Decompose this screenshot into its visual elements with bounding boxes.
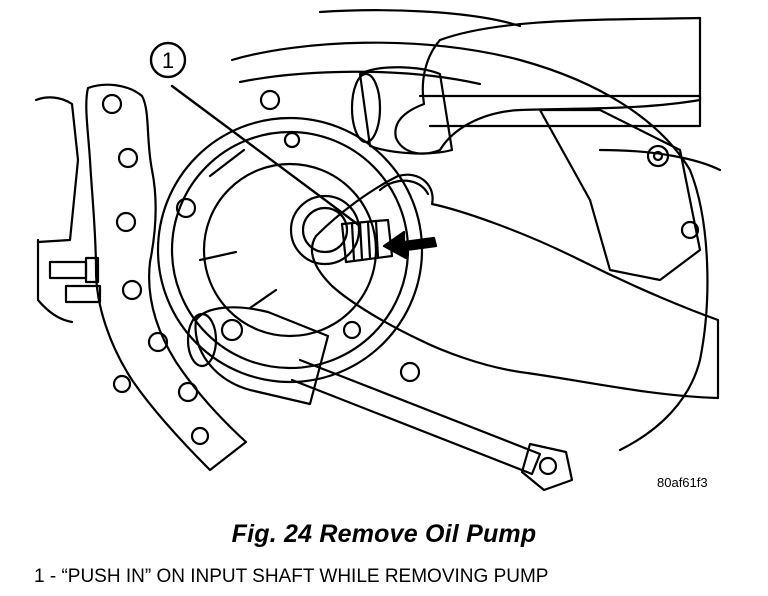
oil-pump-removal-illustration: 1 bbox=[34, 9, 722, 492]
transmission-housing bbox=[230, 9, 709, 452]
callout-number: 1 bbox=[162, 48, 174, 73]
bellhousing-flange bbox=[34, 83, 248, 472]
lower-hand bbox=[310, 173, 720, 400]
upper-slide-hammer bbox=[350, 66, 702, 155]
figure-legend: 1 - “PUSH IN” ON INPUT SHAFT WHILE REMOV… bbox=[34, 566, 549, 587]
callout-1: 1 bbox=[149, 41, 362, 228]
input-shaft bbox=[340, 218, 394, 264]
oil-pump-assembly bbox=[156, 89, 424, 384]
image-code: 80af61f3 bbox=[657, 475, 708, 490]
figure-caption: Fig. 24 Remove Oil Pump bbox=[231, 520, 537, 548]
push-in-arrow bbox=[382, 230, 438, 260]
lower-slide-hammer bbox=[186, 306, 574, 492]
flange-bolts bbox=[48, 256, 102, 304]
upper-hand bbox=[394, 16, 722, 172]
